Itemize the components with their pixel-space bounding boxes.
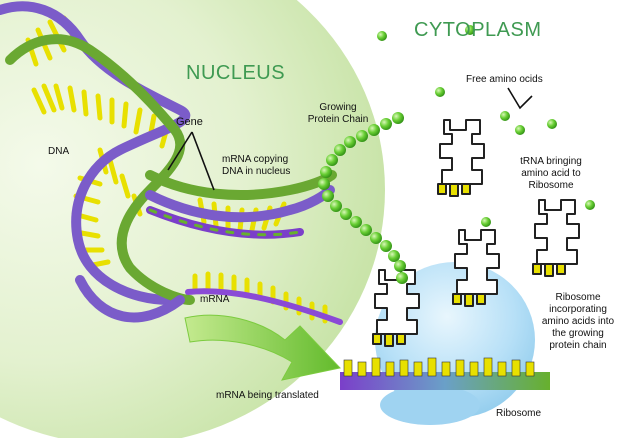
- dna-helix: [0, 1, 337, 323]
- growing-protein-chain-label: Growing Protein Chain: [307, 102, 369, 125]
- mrna-translated-strand: [340, 357, 550, 390]
- nucleus-region: [0, 0, 385, 438]
- translation-arrow: [184, 314, 341, 381]
- trna-1: [437, 119, 485, 197]
- cytoplasm-title: CYTOPLASM: [414, 19, 542, 41]
- ribosome-incorporating-label: Ribosome incorporating amino acids into …: [541, 292, 615, 351]
- trna-bringing-label: tRNA bringing amino acid to Ribosome: [520, 156, 582, 191]
- mrna-strand-small: [185, 271, 343, 325]
- dna-label: DNA: [48, 146, 70, 157]
- trna-2: [532, 199, 580, 277]
- trna-3: [452, 229, 500, 307]
- mrna-copying-label: mRNA copying DNA in nucleus: [222, 154, 291, 177]
- ribosome-label: Ribosome: [496, 408, 542, 419]
- trna-molecules: [372, 119, 580, 347]
- mrna-being-translated-label: mRNA being translated: [216, 390, 319, 401]
- trna-4: [372, 269, 420, 347]
- protein-chain-beads: [318, 112, 408, 284]
- label-leader-lines: [167, 87, 533, 191]
- gene-label: Gene: [176, 116, 203, 128]
- mrna-label: mRNA: [200, 294, 230, 305]
- free-amino-acids: [377, 25, 595, 227]
- nucleus-title: NUCLEUS: [186, 62, 286, 84]
- free-amino-acids-label: Free amino ocids: [466, 74, 543, 85]
